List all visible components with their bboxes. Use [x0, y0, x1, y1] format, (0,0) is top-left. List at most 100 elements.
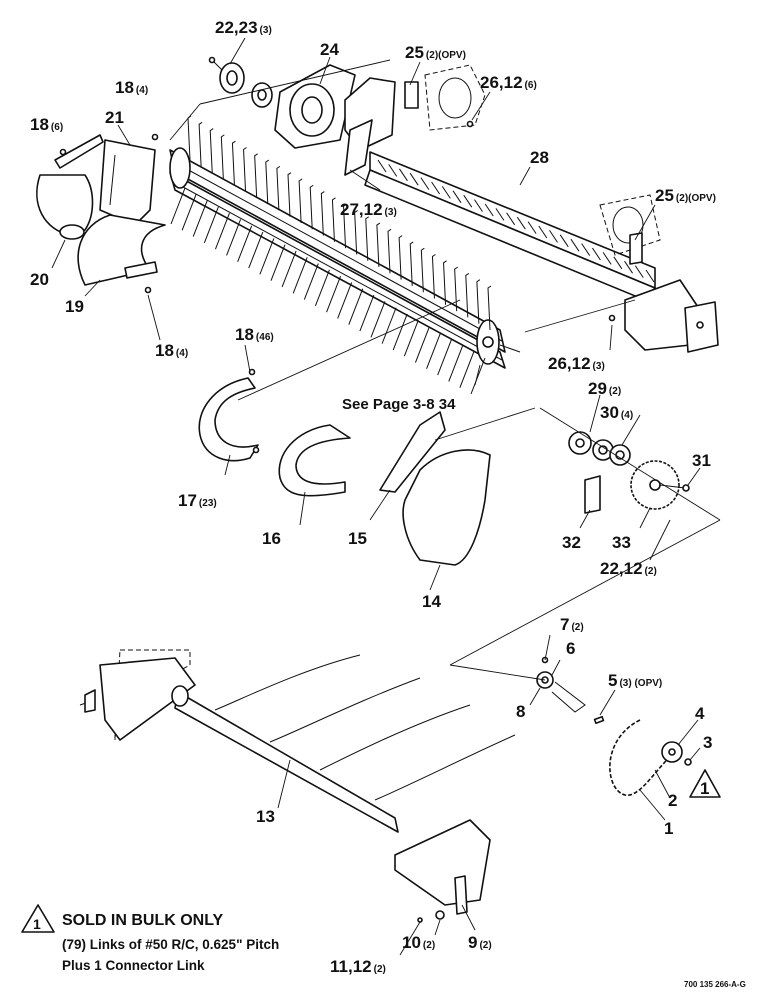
cam-slot: [377, 159, 387, 173]
callout-5: 5(3) (OPV): [608, 671, 662, 690]
callout-26-12-3: 26,12(3): [548, 354, 605, 373]
reel-tine: [348, 288, 364, 325]
reel-tine: [281, 250, 297, 288]
callout-15: 15: [348, 529, 367, 548]
callout-18-46: 18(46): [235, 325, 274, 344]
reel-tine: [309, 184, 314, 230]
cam-slot: [431, 181, 441, 195]
callout-20: 20: [30, 270, 49, 289]
cam-slot: [452, 190, 462, 204]
callout-28: 28: [530, 148, 549, 167]
reel-tine: [298, 178, 303, 223]
note-line-2: Plus 1 Connector Link: [62, 958, 205, 973]
cam-slot: [409, 172, 419, 186]
cam-slot: [474, 199, 483, 212]
drawing-number: 700 135 266-A-G: [684, 980, 746, 989]
cam-slot: [441, 186, 451, 199]
reel-tine: [220, 134, 225, 179]
callout-24: 24: [320, 40, 339, 59]
reel-tine: [198, 121, 203, 167]
callout-18-6: 18(6): [30, 115, 63, 134]
reel-tine: [403, 320, 419, 357]
callout-22-23: 22,23(3): [215, 18, 272, 37]
note-line-1: (79) Links of #50 R/C, 0.625" Pitch: [62, 937, 279, 952]
reel-tine: [181, 194, 197, 231]
reel-tine: [476, 279, 481, 324]
reel-tine: [226, 219, 242, 256]
callout-14: 14: [422, 592, 441, 611]
callout-25-right: 25(2)(OPV): [655, 186, 716, 205]
drive-parts: 1: [536, 431, 721, 798]
cam-slot: [538, 225, 548, 239]
reel-tine: [320, 191, 325, 236]
callout-32: 32: [562, 533, 581, 552]
cam-slot: [591, 247, 601, 261]
middle-shields: [198, 368, 491, 566]
reel-tine: [292, 257, 308, 294]
leader-lines: [51, 37, 721, 956]
windguard-assembly: [79, 649, 516, 923]
callout-33: 33: [612, 533, 631, 552]
reel-tine: [370, 301, 386, 338]
callout-31: 31: [692, 451, 711, 470]
reel-tine: [214, 213, 230, 250]
reel-tine: [231, 140, 236, 186]
right-end-plate: [599, 194, 719, 353]
left-end-parts: [36, 133, 166, 294]
reel-tine: [414, 326, 430, 363]
reel-tine: [331, 197, 336, 242]
callout-3: 3: [703, 733, 712, 752]
cam-slot: [559, 234, 569, 248]
reel-tine: [376, 222, 381, 268]
reel-tine: [287, 172, 292, 217]
cam-slot: [399, 168, 408, 182]
reel-tine: [431, 254, 436, 299]
cam-slot: [527, 221, 537, 234]
callout-6: 6: [566, 639, 575, 658]
callout-11-12: 11,12(2): [330, 957, 386, 976]
note-marker: 1: [33, 916, 41, 932]
reel-tine: [387, 228, 392, 274]
cam-slot: [581, 243, 591, 256]
reel-tine: [487, 285, 492, 331]
callout-19: 19: [65, 297, 84, 316]
callout-16: 16: [262, 529, 281, 548]
reel-tine: [265, 159, 270, 205]
cam-slot: [516, 216, 526, 230]
callout-25-top: 25(2)(OPV): [405, 43, 466, 62]
callout-18-4-top: 18(4): [115, 78, 148, 97]
callout-18-4-bot: 18(4): [155, 341, 188, 360]
reel-tine: [409, 241, 414, 286]
cam-slot: [645, 269, 655, 283]
reel-tine: [170, 187, 186, 225]
reel-tine: [337, 282, 353, 319]
reel-tine: [343, 203, 347, 249]
cam-slot: [463, 194, 473, 208]
note-block: 1 SOLD IN BULK ONLY (79) Links of #50 R/…: [21, 904, 279, 973]
reel-tine: [448, 345, 464, 382]
cam-slot: [420, 177, 430, 190]
reel-tine: [470, 357, 486, 395]
callout-27-12: 27,12(3): [340, 200, 397, 219]
note-warning-triangle: [21, 904, 55, 933]
reel-tine: [243, 147, 247, 192]
callout-10: 10(2): [402, 933, 435, 952]
cam-slot: [484, 203, 494, 217]
reel-tine: [203, 206, 219, 244]
cam-slot: [495, 208, 505, 221]
reel-tine: [398, 235, 403, 280]
callout-7: 7(2): [560, 615, 584, 634]
reel-tine: [443, 260, 447, 305]
reel-tine: [437, 338, 453, 376]
callout-26-12-6: 26,12(6): [480, 73, 537, 92]
reel-tine: [354, 210, 358, 255]
reel-tine: [465, 272, 470, 318]
reel-tine: [187, 115, 192, 161]
reel-tine: [381, 307, 397, 344]
reel-tine: [270, 244, 286, 281]
reel-tine: [248, 231, 264, 269]
reel-tine: [459, 351, 475, 388]
reel-tine: [259, 238, 275, 275]
cam-slot: [506, 212, 516, 226]
